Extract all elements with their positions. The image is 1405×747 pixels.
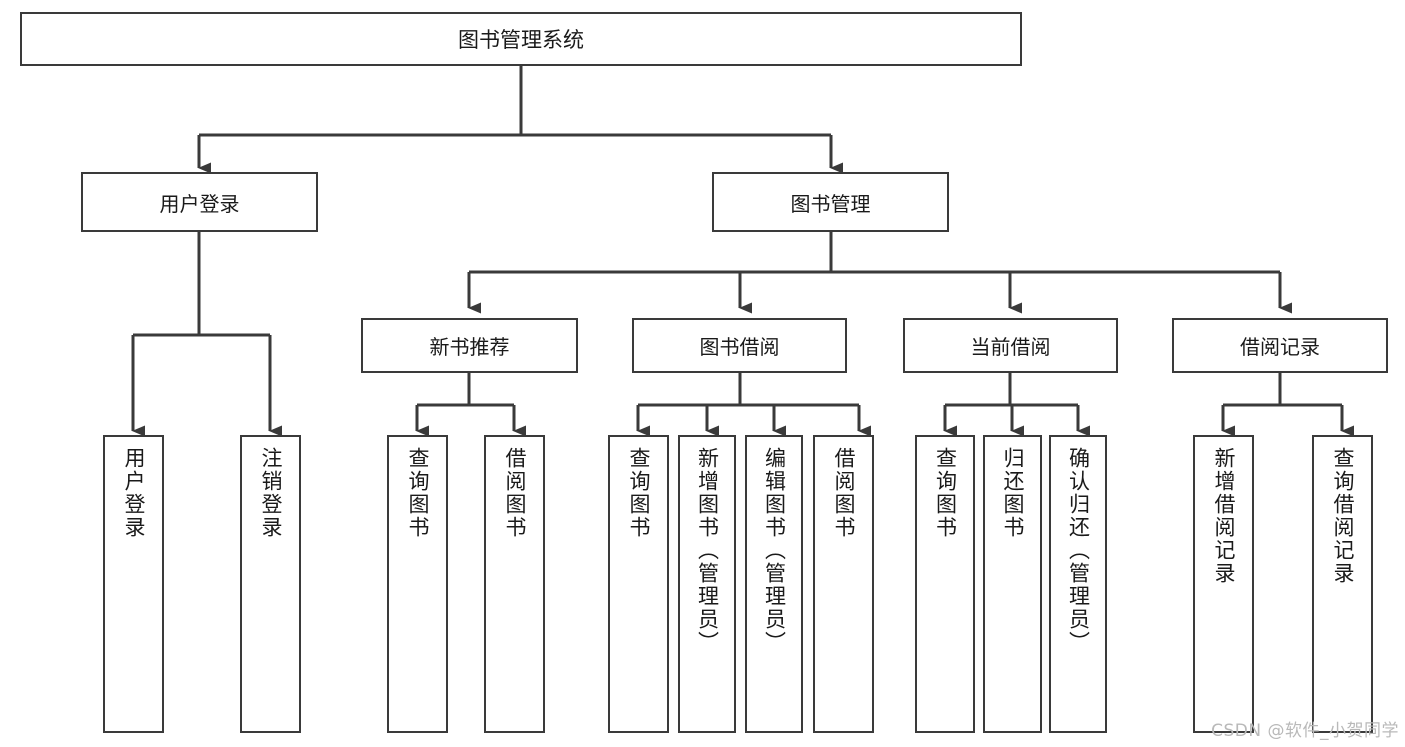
node-new-book-recommend[interactable]: 新书推荐 — [361, 318, 578, 373]
node-root-label: 图书管理系统 — [458, 28, 584, 52]
node-user-login[interactable]: 用户登录 — [81, 172, 318, 232]
node-leaf-confirm-return-label: 确认归还（管理员） — [1066, 447, 1091, 654]
node-leaf-return-book[interactable]: 归还图书 — [983, 435, 1042, 733]
node-borrow-record-label: 借阅记录 — [1240, 335, 1320, 359]
node-leaf-query-book-3[interactable]: 查询图书 — [915, 435, 975, 733]
node-leaf-query-book-2[interactable]: 查询图书 — [608, 435, 669, 733]
node-book-management[interactable]: 图书管理 — [712, 172, 949, 232]
node-leaf-user-login[interactable]: 用户登录 — [103, 435, 164, 733]
node-book-borrow-label: 图书借阅 — [699, 335, 780, 359]
node-leaf-query-book-1[interactable]: 查询图书 — [387, 435, 448, 733]
watermark: CSDN @软件_小贺同学 — [1211, 721, 1399, 741]
node-leaf-logout-login-label: 注销登录 — [259, 447, 283, 539]
node-new-book-recommend-label: 新书推荐 — [429, 335, 510, 359]
node-leaf-borrow-book-1-label: 借阅图书 — [503, 447, 527, 539]
node-leaf-query-record[interactable]: 查询借阅记录 — [1312, 435, 1373, 733]
node-leaf-add-book[interactable]: 新增图书（管理员） — [678, 435, 736, 733]
node-book-management-label: 图书管理 — [790, 191, 871, 216]
node-book-borrow[interactable]: 图书借阅 — [632, 318, 847, 373]
node-leaf-query-book-1-label: 查询图书 — [406, 447, 430, 539]
node-borrow-record[interactable]: 借阅记录 — [1172, 318, 1388, 373]
node-leaf-borrow-book-2[interactable]: 借阅图书 — [813, 435, 874, 733]
node-leaf-query-book-3-label: 查询图书 — [933, 447, 958, 539]
node-current-borrow[interactable]: 当前借阅 — [903, 318, 1118, 373]
node-leaf-borrow-book-2-label: 借阅图书 — [832, 447, 856, 539]
node-leaf-edit-book[interactable]: 编辑图书（管理员） — [745, 435, 803, 733]
node-leaf-user-login-label: 用户登录 — [122, 447, 146, 539]
node-current-borrow-label: 当前借阅 — [970, 335, 1051, 359]
node-leaf-logout-login[interactable]: 注销登录 — [240, 435, 301, 733]
node-root[interactable]: 图书管理系统 — [20, 12, 1022, 66]
node-leaf-query-record-label: 查询借阅记录 — [1331, 447, 1355, 585]
node-leaf-add-book-label: 新增图书（管理员） — [695, 447, 720, 654]
node-leaf-borrow-book-1[interactable]: 借阅图书 — [484, 435, 545, 733]
node-leaf-edit-book-label: 编辑图书（管理员） — [762, 447, 787, 654]
node-leaf-add-record[interactable]: 新增借阅记录 — [1193, 435, 1254, 733]
node-leaf-confirm-return[interactable]: 确认归还（管理员） — [1049, 435, 1107, 733]
node-leaf-return-book-label: 归还图书 — [1001, 447, 1025, 539]
node-user-login-label: 用户登录 — [159, 191, 240, 216]
node-leaf-query-book-2-label: 查询图书 — [627, 447, 651, 539]
node-leaf-add-record-label: 新增借阅记录 — [1212, 447, 1236, 585]
